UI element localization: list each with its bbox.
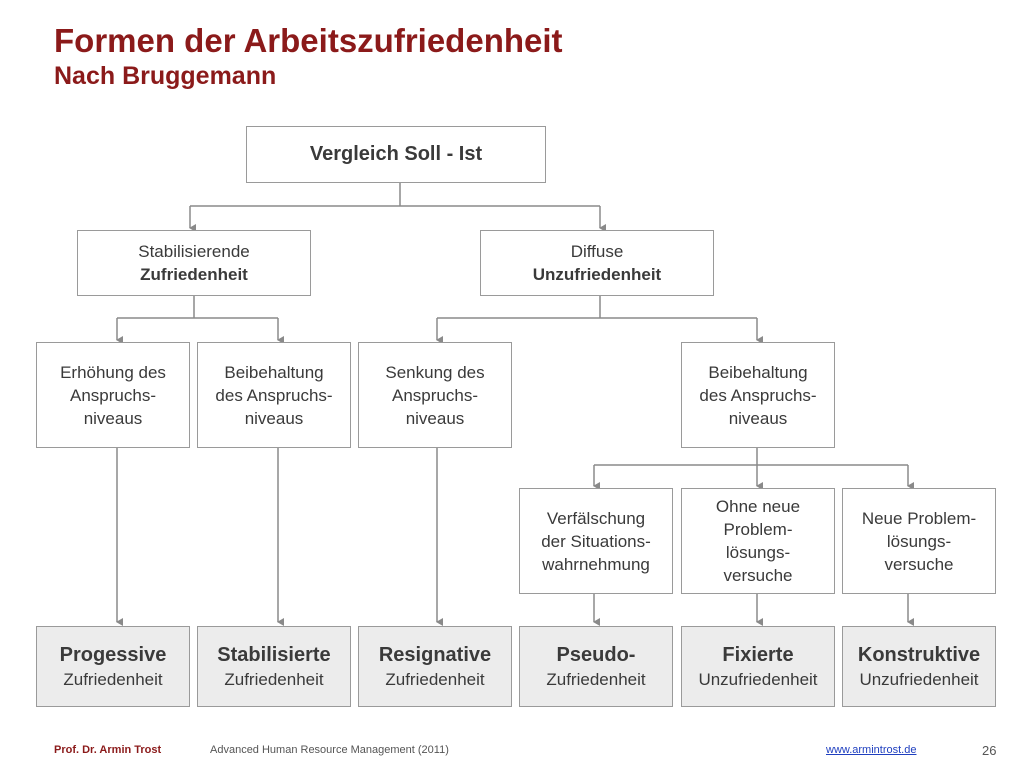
connector-stab-split xyxy=(117,296,278,319)
senkung-line3: niveaus xyxy=(405,408,465,428)
connector-beib2-split xyxy=(594,448,908,466)
result-stabilisierte-name: Stabilisierte xyxy=(217,644,331,666)
erhoehung-line1: Erhöhung des xyxy=(60,362,166,382)
beibehaltung-2-line3: niveaus xyxy=(728,408,788,428)
diffuse-line1: Diffuse xyxy=(570,242,624,261)
page-title: Formen der Arbeitszufriedenheit xyxy=(54,22,563,59)
root-box: Vergleich Soll - Ist xyxy=(246,126,546,183)
ohne-neue-line1: Ohne neue xyxy=(715,497,801,516)
ohne-neue-line2: Problem- xyxy=(723,520,793,539)
beibehaltung-2-line2: des Anspruchs- xyxy=(699,385,817,405)
senkung-box: Senkung des Anspruchs- niveaus xyxy=(358,342,512,448)
beibehaltung-2-line1: Beibehaltung xyxy=(708,362,808,382)
beibehaltung-2-box: Beibehaltung des Anspruchs- niveaus xyxy=(681,342,835,448)
neue-line3: versuche xyxy=(884,554,954,574)
senkung-line1: Senkung des xyxy=(385,362,485,382)
footer-author: Prof. Dr. Armin Trost xyxy=(54,744,162,756)
result-konstruktive: Konstruktive Unzufriedenheit xyxy=(842,626,996,707)
ohne-neue-box: Ohne neue Problem- lösungs- versuche xyxy=(681,488,835,594)
result-konstruktive-type: Unzufriedenheit xyxy=(859,670,979,689)
erhoehung-line2: Anspruchs- xyxy=(70,385,156,405)
neue-box: Neue Problem- lösungs- versuche xyxy=(842,488,996,594)
stabilisierende-line2: Zufriedenheit xyxy=(140,265,248,284)
diffuse-line2: Unzufriedenheit xyxy=(532,265,662,284)
neue-line1: Neue Problem- xyxy=(861,508,977,528)
root-label: Vergleich Soll - Ist xyxy=(309,143,483,165)
result-progressive-name: Progessive xyxy=(59,644,167,666)
erhoehung-box: Erhöhung des Anspruchs- niveaus xyxy=(36,342,190,448)
result-fixierte-type: Unzufriedenheit xyxy=(698,670,818,689)
result-pseudo-type: Zufriedenheit xyxy=(546,670,646,689)
ohne-neue-line4: versuche xyxy=(723,566,793,585)
verfaelschung-box: Verfälschung der Situations- wahrnehmung xyxy=(519,488,673,594)
result-progressive-type: Zufriedenheit xyxy=(63,670,163,689)
page-number: 26 xyxy=(982,743,997,758)
verfaelschung-line1: Verfälschung xyxy=(546,508,646,528)
result-pseudo: Pseudo- Zufriedenheit xyxy=(519,626,673,707)
result-progressive: Progessive Zufriedenheit xyxy=(36,626,190,707)
result-resignative-type: Zufriedenheit xyxy=(385,670,485,689)
verfaelschung-line3: wahrnehmung xyxy=(542,554,650,574)
verfaelschung-line2: der Situations- xyxy=(541,531,651,551)
stabilisierende-line1: Stabilisierende xyxy=(138,242,250,261)
result-fixierte-name: Fixierte xyxy=(722,644,794,666)
connector-root-split xyxy=(190,183,600,207)
erhoehung-line3: niveaus xyxy=(83,408,143,428)
beibehaltung-1-box: Beibehaltung des Anspruchs- niveaus xyxy=(197,342,351,448)
result-resignative-name: Resignative xyxy=(378,644,492,666)
result-stabilisierte-type: Zufriedenheit xyxy=(224,670,324,689)
diffuse-box: Diffuse Unzufriedenheit xyxy=(480,230,714,296)
ohne-neue-line3: lösungs- xyxy=(725,543,791,562)
result-resignative: Resignative Zufriedenheit xyxy=(358,626,512,707)
result-stabilisierte: Stabilisierte Zufriedenheit xyxy=(197,626,351,707)
result-pseudo-name: Pseudo- xyxy=(556,644,636,666)
footer-course: Advanced Human Resource Management (2011… xyxy=(210,744,449,756)
neue-line2: lösungs- xyxy=(886,531,952,551)
stabilisierende-box: Stabilisierende Zufriedenheit xyxy=(77,230,311,296)
footer-website-link[interactable]: www.armintrost.de xyxy=(826,744,917,756)
beibehaltung-1-line1: Beibehaltung xyxy=(224,362,324,382)
beibehaltung-1-line3: niveaus xyxy=(244,408,304,428)
result-konstruktive-name: Konstruktive xyxy=(857,644,981,666)
page-subtitle: Nach Bruggemann xyxy=(54,62,277,90)
senkung-line2: Anspruchs- xyxy=(392,385,478,405)
connector-diffuse-split xyxy=(437,296,757,319)
beibehaltung-1-line2: des Anspruchs- xyxy=(215,385,333,405)
result-fixierte: Fixierte Unzufriedenheit xyxy=(681,626,835,707)
